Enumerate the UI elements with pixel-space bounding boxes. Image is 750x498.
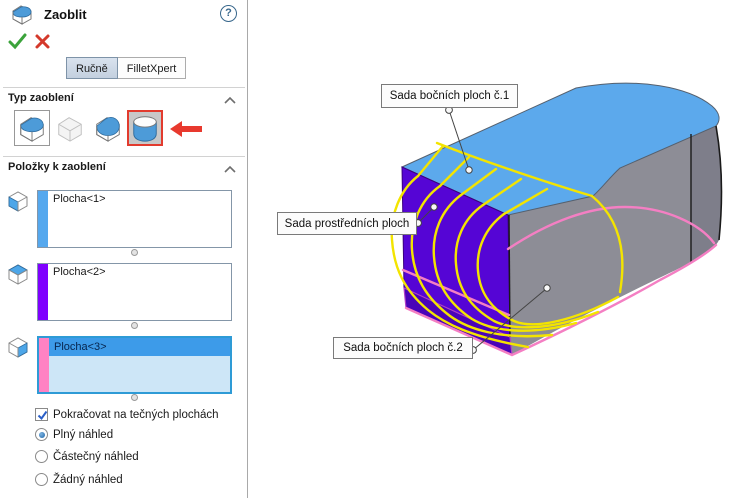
face-list-3-selected-value[interactable]: Plocha<3> [49, 338, 230, 356]
help-icon[interactable]: ? [220, 5, 237, 22]
face-select-icon-top [8, 264, 28, 285]
red-arrow-annotation-icon [170, 121, 202, 137]
face-list-3[interactable]: Plocha<3> [37, 336, 232, 394]
face-fillet-glyph [96, 117, 120, 142]
radio-icon[interactable] [35, 450, 48, 463]
constant-size-fillet-icon[interactable] [14, 110, 50, 146]
checkbox-label: Pokračovat na tečných plochách [53, 408, 219, 421]
callout-side-faces-2[interactable]: Sada bočních ploch č.2 [333, 337, 473, 359]
listbox-resize-grip[interactable] [131, 322, 138, 329]
separator [3, 87, 245, 88]
model-top-face[interactable] [400, 82, 720, 216]
mode-tabs: Ručně FilletXpert [66, 57, 187, 79]
tab-rucne[interactable]: Ručně [66, 57, 118, 79]
face-list-2[interactable]: Plocha<2> [37, 263, 232, 321]
tab-filletxpert[interactable]: FilletXpert [117, 57, 187, 79]
variable-size-fillet-icon[interactable] [52, 110, 88, 146]
panel-title: Zaoblit [44, 7, 87, 22]
ok-check-icon[interactable] [8, 32, 28, 50]
cancel-x-icon[interactable] [34, 33, 51, 50]
radio-selected-icon[interactable] [35, 428, 48, 441]
constant-fillet-glyph [20, 117, 44, 142]
model-side-face[interactable] [508, 126, 722, 355]
full-round-fillet-glyph [133, 116, 157, 142]
face-select-icon-left [8, 191, 28, 212]
callout-middle-faces[interactable]: Sada prostředních ploch [277, 212, 417, 235]
section-header-items: Položky k zaoblení [8, 161, 106, 173]
fillet-preview-curves [390, 141, 624, 349]
tangent-propagation-option[interactable]: Pokračovat na tečných plochách [35, 408, 219, 421]
face-list-2-value[interactable]: Plocha<2> [53, 266, 106, 278]
panel-titlebar: Zaoblit ? [0, 0, 247, 28]
variable-fillet-glyph [58, 117, 82, 142]
model-silhouette-edge [715, 125, 723, 241]
selected-face-edges [401, 205, 718, 357]
face-color-stripe-1 [38, 191, 48, 247]
model-edge-vertical [508, 214, 511, 338]
listbox-resize-grip[interactable] [131, 394, 138, 401]
callout-side-faces-1[interactable]: Sada bočních ploch č.1 [381, 84, 518, 108]
check-glyph [37, 410, 48, 421]
radio-label: Žádný náhled [53, 473, 123, 486]
full-preview-option[interactable]: Plný náhled [35, 428, 113, 441]
radio-label: Částečný náhled [53, 450, 139, 463]
separator [3, 156, 245, 157]
property-manager-panel: Zaoblit ? Ručně FilletXpert Typ zaoblení [0, 0, 248, 498]
face-list-1-value[interactable]: Plocha<1> [53, 193, 106, 205]
model-side-face-shadow [691, 126, 722, 262]
face-list-1[interactable]: Plocha<1> [37, 190, 232, 248]
full-round-fillet-icon[interactable] [127, 110, 163, 146]
face-color-stripe-2 [38, 264, 48, 320]
face-select-icon-right [8, 337, 28, 358]
face-color-stripe-3 [39, 338, 49, 392]
face-fillet-icon[interactable] [90, 110, 126, 146]
radio-label: Plný náhled [53, 428, 114, 441]
collapse-chevron-icon[interactable] [223, 95, 237, 105]
section-header-fillet-type: Typ zaoblení [8, 92, 74, 104]
checkbox-checked-icon[interactable] [35, 408, 48, 421]
callout-leaders [414, 106, 551, 354]
collapse-chevron-icon[interactable] [223, 164, 237, 174]
fillet-feature-icon [12, 5, 32, 25]
radio-icon[interactable] [35, 473, 48, 486]
listbox-resize-grip[interactable] [131, 249, 138, 256]
no-preview-option[interactable]: Žádný náhled [35, 473, 123, 486]
partial-preview-option[interactable]: Částečný náhled [35, 450, 139, 463]
